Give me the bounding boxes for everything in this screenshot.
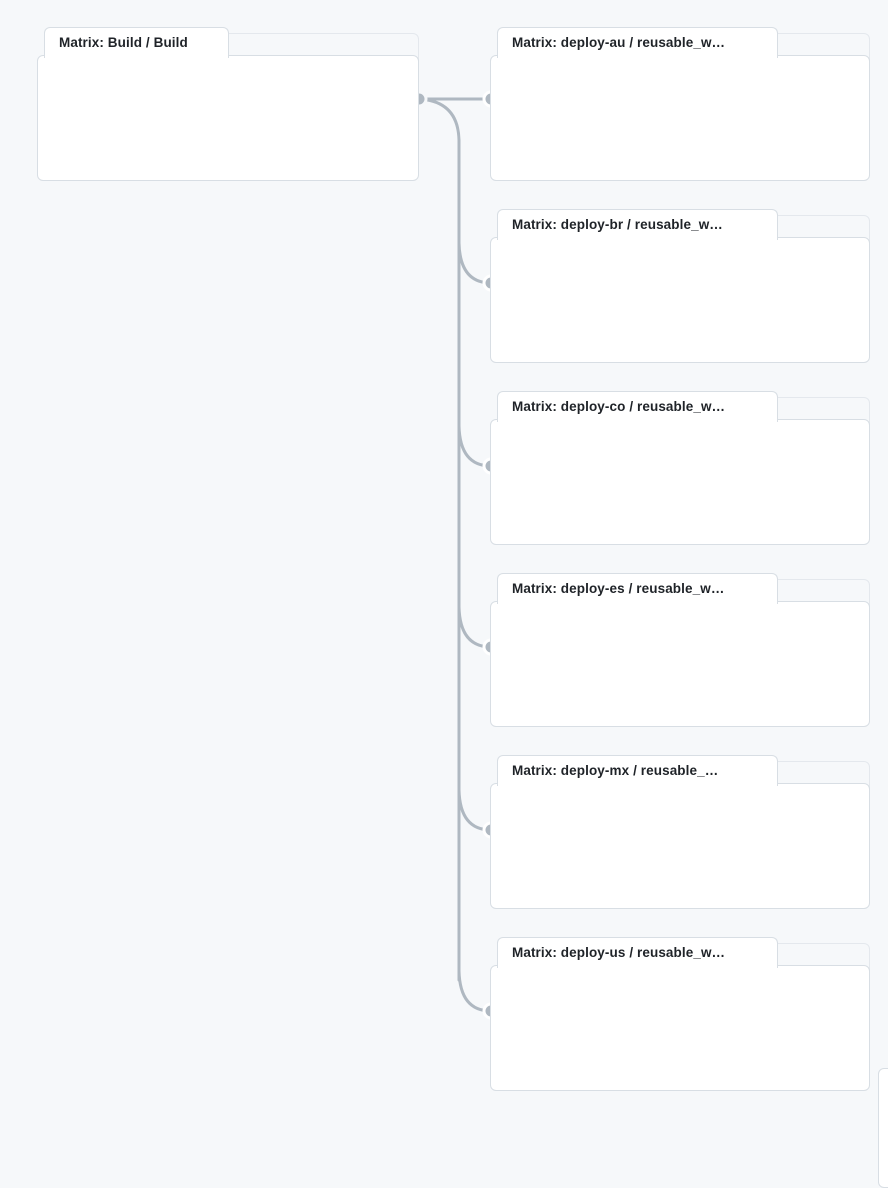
node-title: Matrix: deploy-br / reusable_w… — [512, 217, 723, 233]
node-body[interactable] — [490, 965, 870, 1091]
node-body[interactable] — [490, 783, 870, 909]
node-body[interactable] — [490, 419, 870, 545]
node-title: Matrix: deploy-mx / reusable_… — [512, 763, 719, 779]
job-node-deploy-us[interactable]: Matrix: deploy-us / reusable_w… 1 job co… — [490, 937, 870, 1091]
node-title: Matrix: deploy-au / reusable_w… — [512, 35, 726, 51]
node-title-tab[interactable]: Matrix: Build / Build — [44, 27, 229, 58]
node-title-tab[interactable]: Matrix: deploy-us / reusable_w… — [497, 937, 778, 968]
edge-ports — [410, 90, 500, 1020]
job-node-deploy-es[interactable]: Matrix: deploy-es / reusable_w… 1 job co… — [490, 573, 870, 727]
job-node-build[interactable]: Matrix: Build / Build 1 job completed Sh… — [37, 27, 419, 181]
node-title-tab[interactable]: Matrix: deploy-br / reusable_w… — [497, 209, 778, 240]
node-title-tab[interactable]: Matrix: deploy-co / reusable_w… — [497, 391, 778, 422]
node-title-tab[interactable]: Matrix: deploy-es / reusable_w… — [497, 573, 778, 604]
node-body[interactable] — [37, 55, 419, 181]
job-node-deploy-br[interactable]: Matrix: deploy-br / reusable_w… 1 job co… — [490, 209, 870, 363]
node-title-tab[interactable]: Matrix: deploy-mx / reusable_… — [497, 755, 778, 786]
node-title: Matrix: deploy-co / reusable_w… — [512, 399, 726, 415]
edge-to-deploy-br — [457, 241, 493, 285]
edge-to-deploy-co — [457, 424, 493, 468]
edge-trunk — [417, 97, 461, 982]
edge-to-deploy-mx — [457, 788, 493, 832]
job-node-deploy-mx[interactable]: Matrix: deploy-mx / reusable_… 1 job com… — [490, 755, 870, 909]
node-body[interactable] — [490, 237, 870, 363]
job-node-offscreen-partial[interactable] — [878, 1068, 888, 1188]
job-node-deploy-co[interactable]: Matrix: deploy-co / reusable_w… 1 job co… — [490, 391, 870, 545]
node-title: Matrix: deploy-es / reusable_w… — [512, 581, 725, 597]
node-title: Matrix: deploy-us / reusable_w… — [512, 945, 726, 961]
node-title: Matrix: Build / Build — [59, 35, 188, 51]
edge-to-deploy-us — [457, 969, 493, 1013]
edge-to-deploy-es — [457, 605, 493, 649]
node-body[interactable] — [490, 55, 870, 181]
node-body[interactable] — [490, 601, 870, 727]
node-title-tab[interactable]: Matrix: deploy-au / reusable_w… — [497, 27, 778, 58]
job-node-deploy-au[interactable]: Matrix: deploy-au / reusable_w… 1 job co… — [490, 27, 870, 181]
